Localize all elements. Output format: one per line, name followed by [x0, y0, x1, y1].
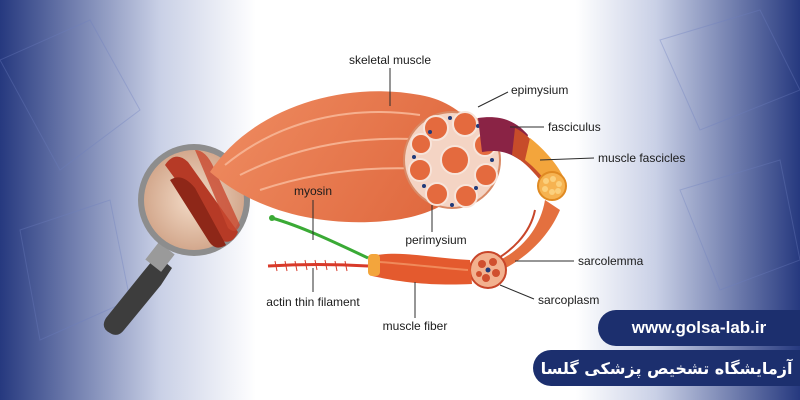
- magnifier-icon: [103, 144, 250, 335]
- label-actin-thin-filament: actin thin filament: [266, 295, 360, 309]
- website-banner[interactable]: www.golsa-lab.ir: [598, 310, 800, 346]
- label-perimysium: perimysium: [405, 233, 466, 247]
- label-muscle-fascicles: muscle fascicles: [598, 151, 685, 165]
- actin-filament: [267, 263, 369, 268]
- muscle-fiber-shape: [372, 253, 472, 285]
- label-muscle-fiber: muscle fiber: [383, 319, 448, 333]
- lab-name-banner: آزمایشگاه تشخیص پزشکی گلسا: [533, 350, 800, 386]
- cross-section: [403, 111, 501, 209]
- label-skeletal-muscle: skeletal muscle: [349, 53, 431, 67]
- label-epimysium: epimysium: [511, 83, 568, 97]
- label-sarcoplasm: sarcoplasm: [538, 293, 599, 307]
- label-fasciculus: fasciculus: [548, 120, 601, 134]
- myofibril-end: [368, 254, 380, 276]
- label-sarcolemma: sarcolemma: [578, 254, 644, 268]
- label-myosin: myosin: [294, 184, 332, 198]
- myosin-filament: [271, 216, 369, 260]
